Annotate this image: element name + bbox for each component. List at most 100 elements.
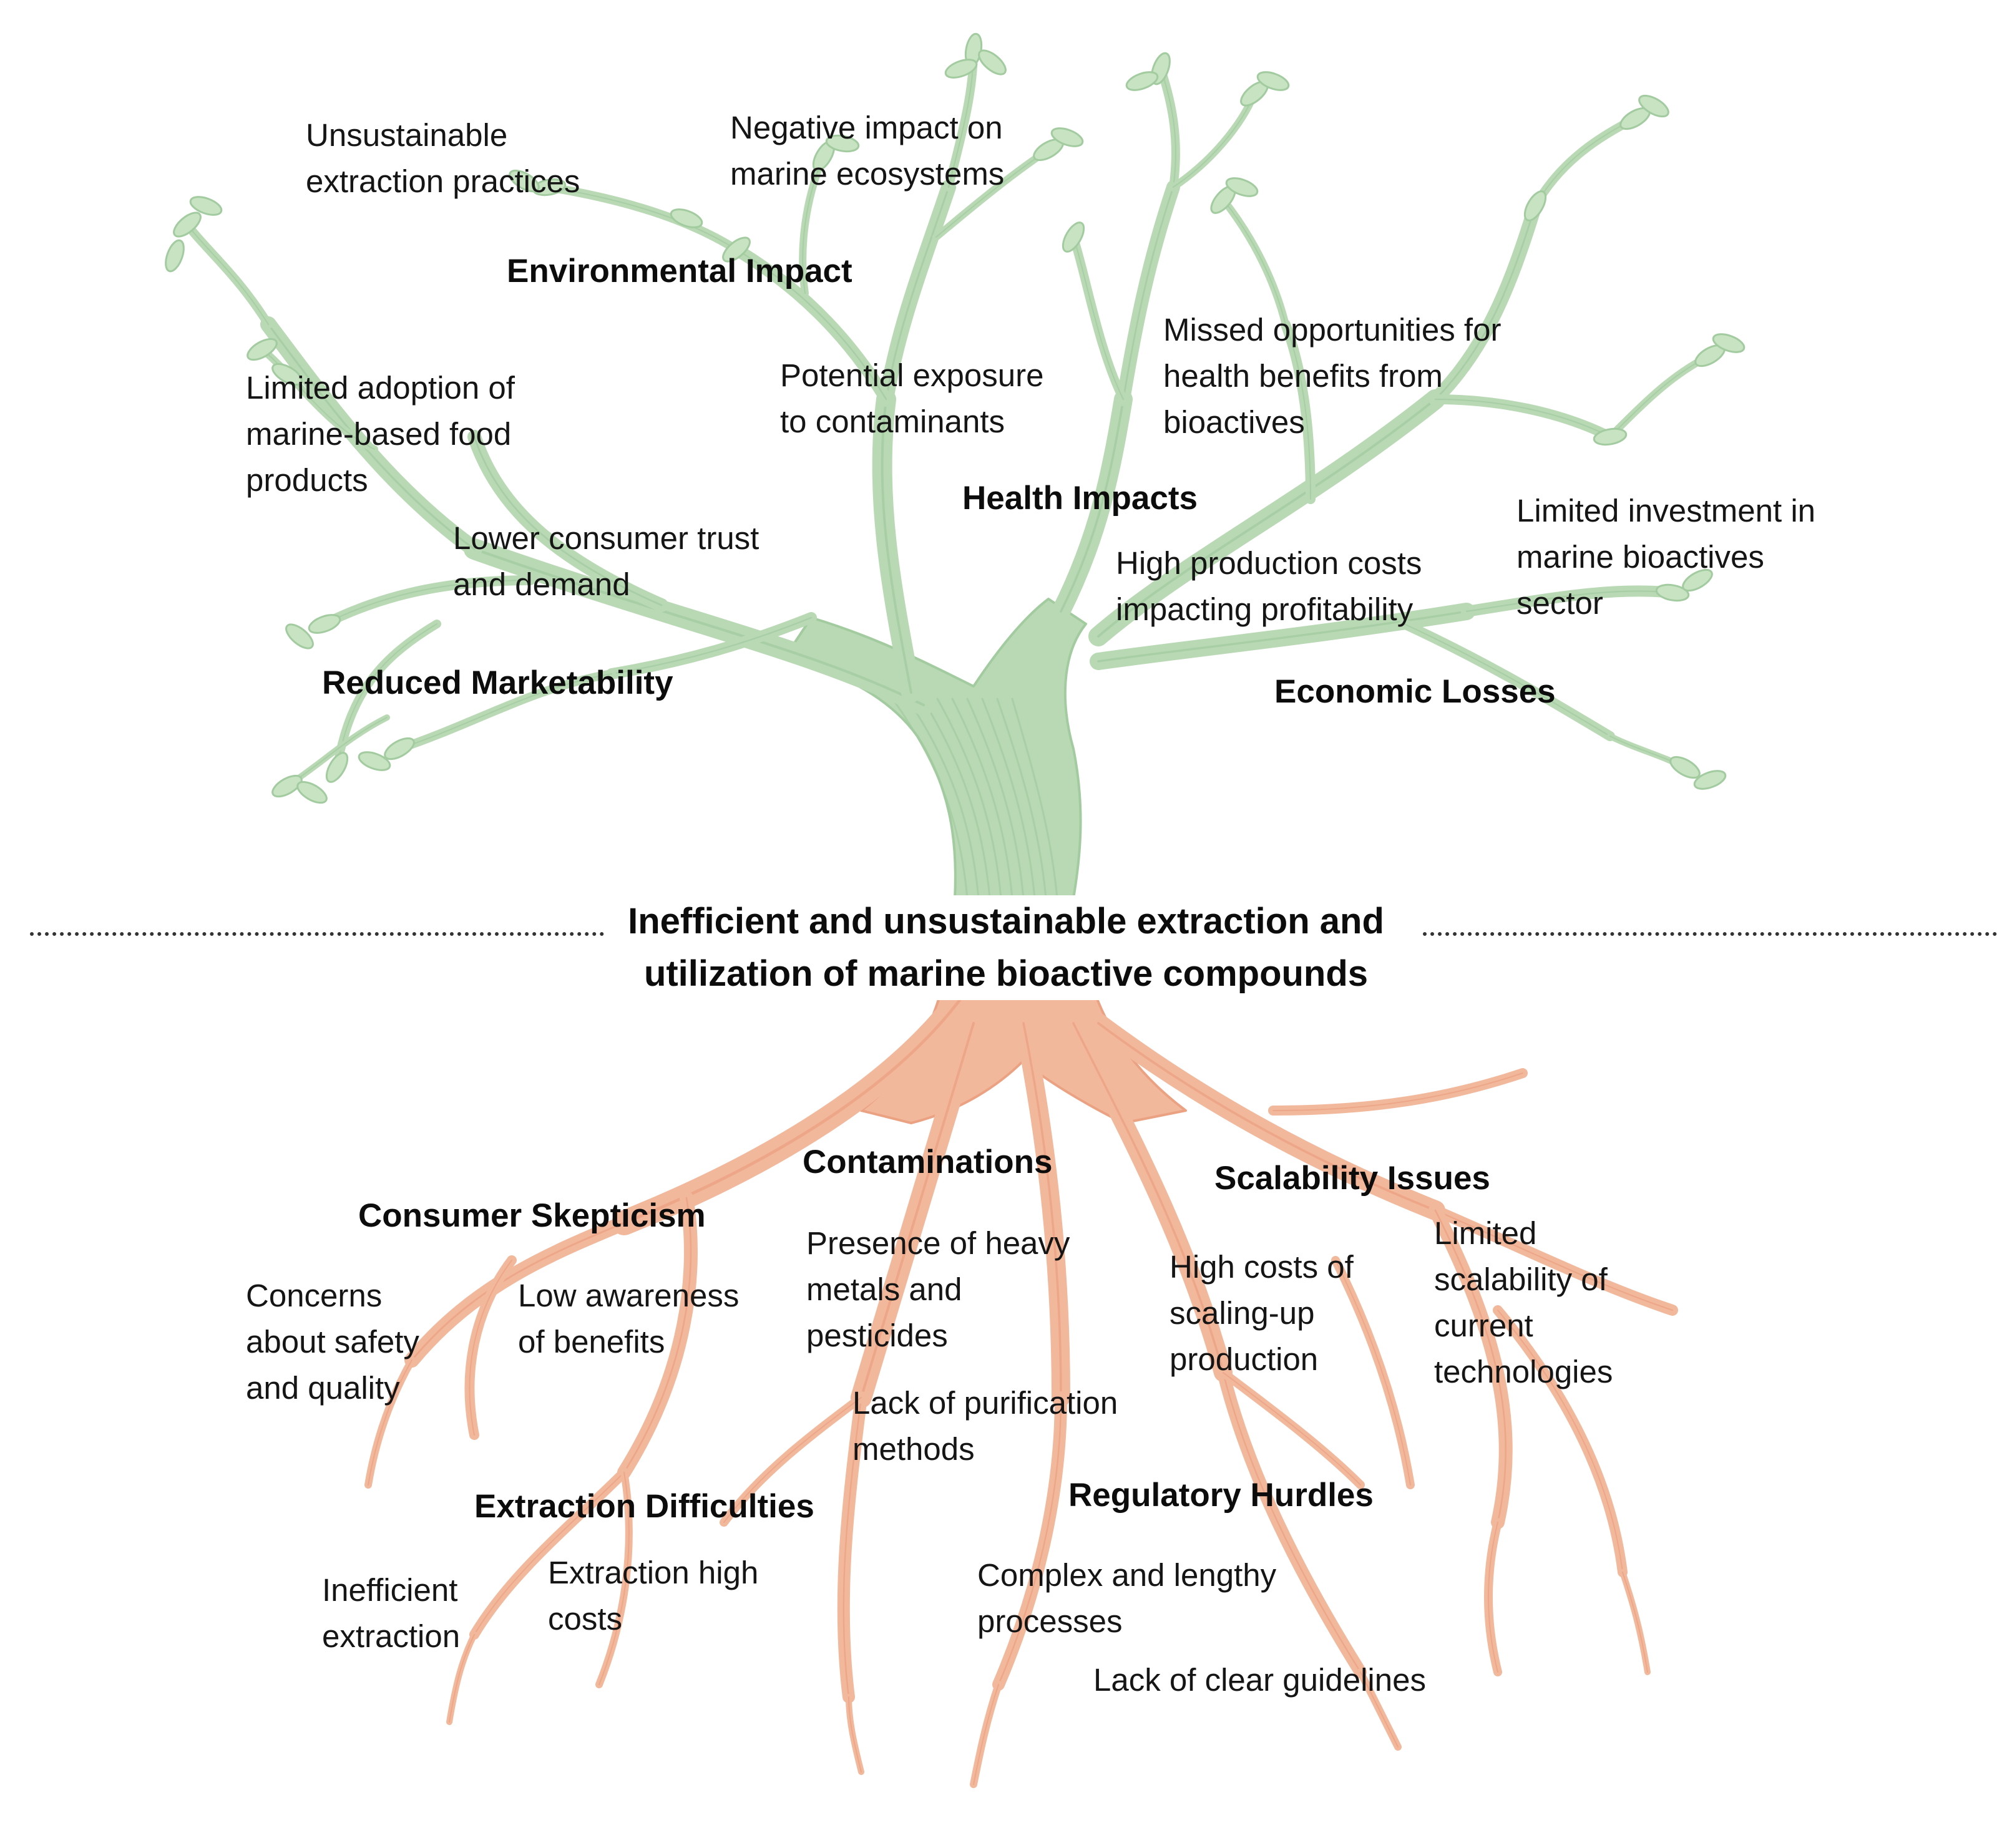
root-streak — [1434, 1209, 1674, 1311]
branch-streak — [1122, 186, 1174, 401]
trunk-streak — [966, 698, 1025, 900]
branch-streak — [1073, 236, 1124, 400]
branch-limb — [1156, 64, 1180, 192]
branch-streak — [473, 435, 663, 606]
header-environmental-impact: Environmental Impact — [507, 253, 852, 289]
item-negative-impact-marine: Negative impact on marine ecosystems — [730, 110, 1005, 192]
item-lack-guidelines: Lack of clear guidelines — [1093, 1662, 1426, 1698]
divider-left — [30, 932, 604, 936]
branch-streak — [1060, 398, 1125, 613]
trunk-streak — [996, 698, 1047, 900]
leaf — [1682, 568, 1713, 592]
branch-streak — [549, 187, 737, 250]
branch-streak — [1160, 68, 1176, 188]
trunk-streak — [891, 698, 969, 900]
branch-streak — [187, 224, 269, 325]
root-strand — [1619, 1569, 1651, 1675]
root-streak — [1360, 1671, 1399, 1748]
root-streak — [1072, 1022, 1224, 1374]
root-streak — [1622, 1572, 1648, 1673]
trunk-streak — [936, 698, 1002, 900]
item-potential-exposure: Potential exposure to contaminants — [780, 357, 1044, 439]
root-streak — [1222, 1371, 1362, 1673]
root-streak — [449, 1634, 475, 1723]
item-limited-scalability: Limited scalability of current technolog… — [1434, 1215, 1613, 1389]
branch-streak — [324, 580, 531, 625]
header-consumer-skepticism: Consumer Skepticism — [358, 1197, 706, 1234]
branch-streak — [1434, 205, 1536, 401]
root-streak — [469, 1260, 512, 1436]
item-missed-opportunities: Missed opportunities for health benefits… — [1163, 312, 1502, 440]
root-streak — [997, 1396, 1062, 1686]
root-streak — [973, 1684, 999, 1785]
root-strand — [846, 1694, 864, 1775]
leaf — [1638, 94, 1669, 118]
leaf — [165, 239, 185, 273]
branch-streak — [610, 616, 813, 675]
leaf — [308, 614, 341, 634]
header-health-impacts: Health Impacts — [962, 480, 1198, 517]
root-streak — [1097, 1022, 1437, 1212]
branch-streak — [885, 186, 950, 401]
root-streak — [474, 1472, 625, 1635]
branch-streak — [1173, 93, 1255, 188]
root-strand — [1268, 1068, 1528, 1116]
root-streak — [1272, 1072, 1523, 1111]
leaf — [1655, 583, 1690, 602]
branch-limb — [1606, 352, 1714, 440]
branch-streak — [472, 547, 925, 707]
branch-limb — [1219, 196, 1289, 328]
trunk-streak — [1011, 698, 1058, 900]
root-streak — [1022, 1022, 1062, 1399]
item-inefficient-extraction: Inefficient extraction — [322, 1572, 461, 1654]
leaf — [1050, 127, 1084, 147]
root-streak — [411, 1222, 625, 1361]
tree-leaves — [165, 32, 1746, 804]
leaf — [271, 774, 303, 798]
item-heavy-metals: Presence of heavy metals and pesticides — [806, 1225, 1070, 1353]
root-streak — [1223, 1372, 1361, 1486]
item-lower-consumer-trust: Lower consumer trust and demand — [453, 520, 759, 602]
trunk-streak — [921, 698, 991, 900]
leaf — [670, 208, 703, 228]
item-concerns-safety: Concerns about safety and quality — [246, 1278, 419, 1406]
branch-streak — [881, 398, 912, 694]
leaf — [358, 751, 391, 771]
root-streak — [623, 1197, 692, 1474]
branch-streak — [735, 248, 887, 401]
leaf — [1712, 333, 1746, 353]
root-streak — [842, 1396, 862, 1698]
leaf — [173, 212, 202, 238]
header-contaminations: Contaminations — [803, 1144, 1053, 1180]
header-scalability-issues: Scalability Issues — [1214, 1160, 1490, 1197]
trunk-streak — [981, 698, 1036, 900]
item-unsustainable-extraction: Unsustainable extraction practices — [306, 117, 580, 199]
branch-streak — [1404, 623, 1611, 737]
leaf — [285, 623, 314, 649]
item-extraction-high-costs: Extraction high costs — [548, 1555, 759, 1636]
leaf — [1669, 756, 1701, 779]
root-streak — [848, 1696, 862, 1773]
item-limited-adoption: Limited adoption of marine-based food pr… — [246, 370, 515, 498]
item-high-costs-scaling: High costs of scaling-up production — [1170, 1249, 1354, 1377]
branch-streak — [1465, 590, 1674, 613]
root-streak — [1335, 1260, 1411, 1486]
leaf — [384, 737, 415, 761]
root-streak — [622, 996, 963, 1225]
tree-roots — [364, 960, 1678, 1788]
branch-streak — [1285, 324, 1311, 500]
core-problem-text: Inefficient and unsustainable extraction… — [615, 895, 1397, 1001]
trunk-streak — [906, 698, 980, 900]
root-streak — [368, 1359, 413, 1486]
leaf — [1256, 71, 1290, 91]
leaf — [189, 196, 223, 216]
branch-streak — [935, 149, 1049, 238]
item-high-production-costs: High production costs impacting profitab… — [1116, 545, 1422, 627]
header-reduced-marketability: Reduced Marketability — [322, 664, 673, 701]
leaf — [509, 169, 540, 193]
header-extraction-difficulties: Extraction Difficulties — [474, 1488, 814, 1525]
header-regulatory-hurdles: Regulatory Hurdles — [1068, 1477, 1374, 1514]
branch-limb — [1170, 90, 1258, 191]
branch-streak — [802, 155, 824, 294]
